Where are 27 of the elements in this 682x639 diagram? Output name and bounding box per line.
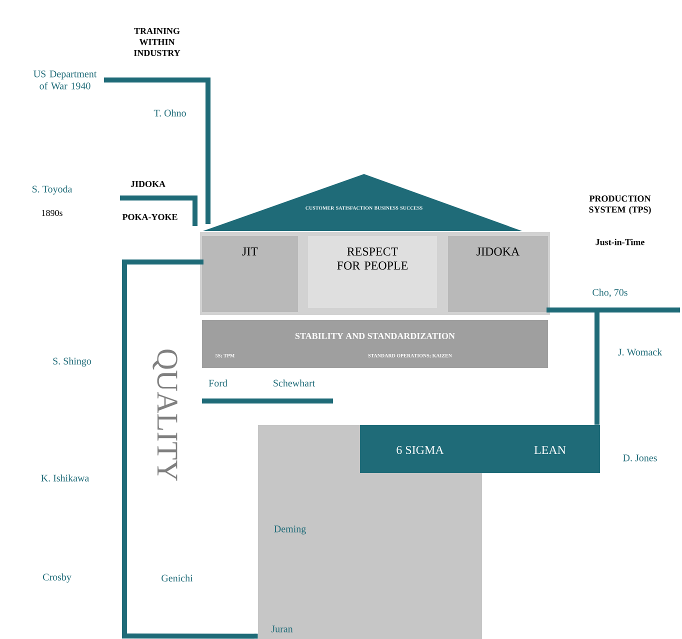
name-label: K. Ishikawa — [41, 474, 90, 482]
name-label: D. Jones — [623, 454, 657, 462]
term-label: JIDOKA — [130, 180, 166, 188]
name-label: Crosby — [42, 573, 72, 583]
name-label: Juran — [271, 626, 293, 632]
name-label: S. Shingo — [53, 357, 92, 367]
heading-text: TRAINING WITHIN INDUSTRY — [134, 28, 180, 56]
name-label: J. Womack — [618, 348, 662, 356]
pillar-box: JIDOKA — [448, 236, 548, 312]
pillar-box: RESPECT FOR PEOPLE — [308, 236, 437, 308]
name-label: Ford — [208, 379, 228, 386]
name-label: T. Ohno — [154, 109, 186, 117]
name-label: Schewhart — [274, 379, 316, 386]
name-label: Cho, 70s — [592, 288, 628, 298]
name-label: S. Toyoda — [32, 185, 72, 195]
name-label: Deming — [274, 526, 306, 534]
connector-line — [122, 260, 258, 639]
date-label: 1890s — [42, 210, 62, 216]
term-label: Just-in-Time — [596, 238, 644, 246]
connector-line — [546, 308, 600, 425]
quality-text: QUALITY — [152, 350, 178, 481]
name-label: US Department of War 1940 — [34, 70, 97, 90]
pillar-box: JIT — [202, 236, 298, 312]
banner-text: LEAN — [534, 446, 566, 454]
term-label: POKA-YOKE — [122, 214, 178, 220]
heading-text: PRODUCTION SYSTEM (TPS) — [589, 196, 651, 214]
name-label: Genichi — [162, 574, 193, 582]
